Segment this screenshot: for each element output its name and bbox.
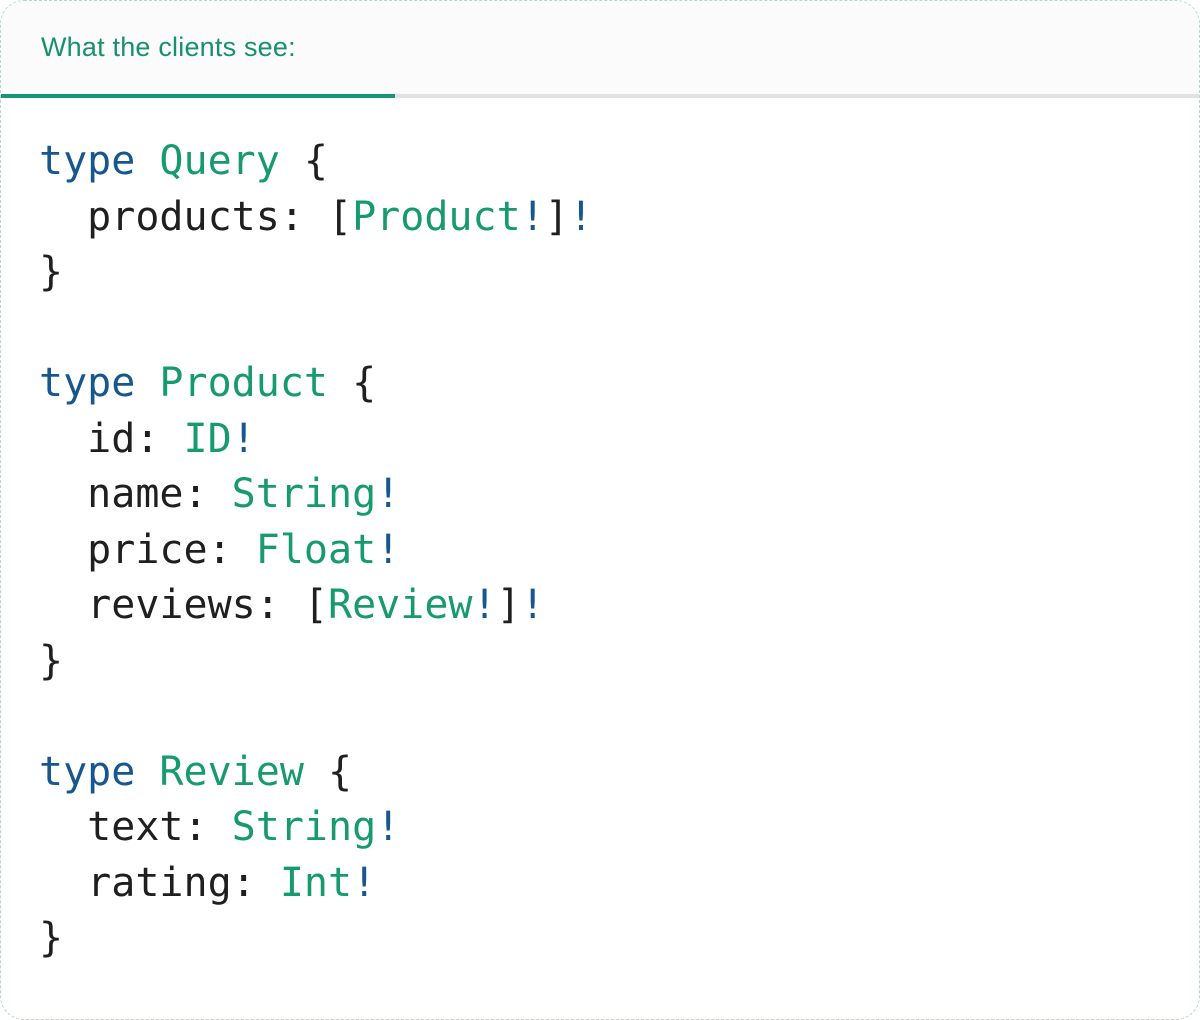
tab-bar: What the clients see:: [1, 1, 1199, 98]
code-token: !: [376, 471, 401, 517]
code-line: }: [39, 634, 1179, 690]
code-token: type: [39, 748, 136, 795]
code-token: Int: [279, 859, 353, 906]
code-token: Float: [255, 526, 377, 573]
code-token: {: [303, 748, 353, 795]
tab-label: What the clients see:: [41, 32, 296, 62]
code-token: !: [520, 582, 545, 628]
code-token: }: [39, 637, 64, 684]
code-token: !: [231, 415, 256, 462]
code-token: price:: [39, 526, 256, 573]
code-token: reviews: [: [39, 582, 328, 628]
code-token: String: [231, 471, 377, 517]
code-token: Product: [352, 193, 521, 240]
code-token: id:: [39, 415, 184, 462]
code-token: Review: [159, 748, 304, 795]
tab-what-clients-see[interactable]: What the clients see:: [1, 1, 395, 98]
code-token: ]: [544, 193, 569, 240]
code-line: }: [39, 911, 1179, 967]
code-token: products: [: [39, 193, 353, 240]
code-token: !: [352, 859, 377, 906]
code-token: [135, 360, 159, 406]
code-line: id: ID!: [39, 412, 1179, 468]
code-token: !: [472, 582, 497, 628]
code-line: type Review {: [39, 745, 1179, 801]
code-token: ]: [496, 582, 521, 628]
code-token: type: [39, 360, 136, 406]
code-token: !: [376, 804, 401, 850]
code-line: [39, 689, 1179, 745]
code-line: }: [39, 245, 1179, 301]
code-token: {: [279, 138, 329, 184]
code-line: price: Float!: [39, 523, 1179, 579]
code-line: type Query {: [39, 134, 1179, 190]
code-line: type Product {: [39, 356, 1179, 412]
code-token: !: [568, 193, 593, 240]
code-token: rating:: [39, 859, 280, 906]
graphql-code-block: type Query { products: [Product!]!} type…: [1, 98, 1199, 967]
code-token: }: [39, 915, 64, 961]
code-token: ID: [183, 415, 232, 462]
code-token: text:: [39, 804, 232, 850]
code-token: }: [39, 249, 64, 295]
code-line: name: String!: [39, 467, 1179, 523]
code-token: type: [39, 138, 136, 184]
code-token: [135, 749, 159, 795]
code-token: Review: [327, 582, 473, 628]
code-line: rating: Int!: [39, 856, 1179, 912]
code-token: [135, 138, 159, 184]
code-line: [39, 301, 1179, 357]
code-line: text: String!: [39, 800, 1179, 856]
code-token: !: [520, 193, 545, 240]
code-line: products: [Product!]!: [39, 190, 1179, 246]
code-token: {: [328, 360, 377, 406]
code-token: name:: [39, 471, 232, 517]
tab-bar-filler: [395, 1, 1199, 98]
code-line: reviews: [Review!]!: [39, 578, 1179, 634]
code-token: String: [231, 804, 377, 850]
code-token: !: [376, 526, 401, 573]
code-token: Product: [159, 360, 328, 406]
code-token: Query: [159, 138, 280, 184]
